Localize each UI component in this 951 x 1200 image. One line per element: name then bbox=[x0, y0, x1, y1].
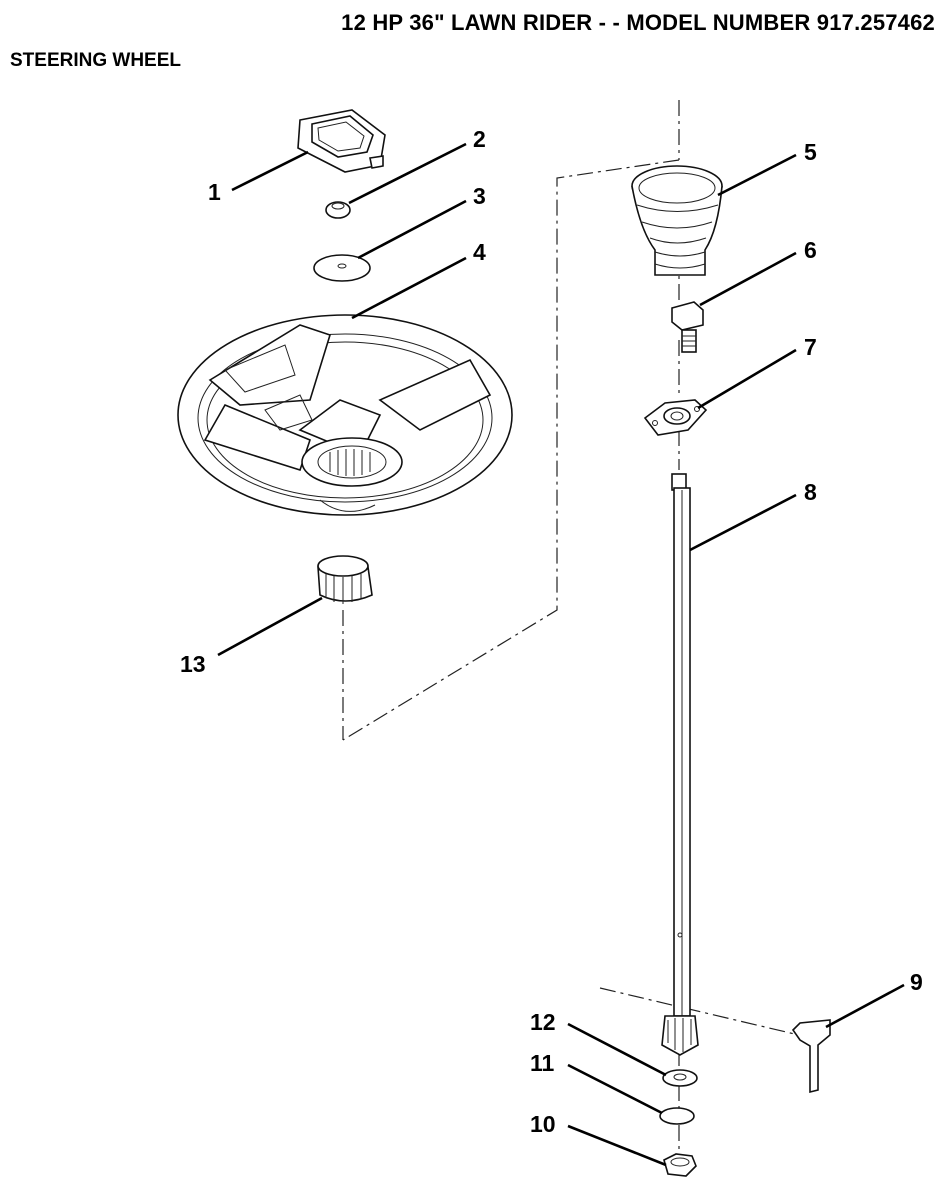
leader-lines bbox=[217, 142, 905, 1167]
callout-5: 5 bbox=[804, 139, 817, 165]
part-1-hub-cap bbox=[297, 109, 386, 173]
callout-3: 3 bbox=[473, 183, 486, 209]
callout-10: 10 bbox=[530, 1111, 556, 1137]
part-2-nut bbox=[325, 201, 351, 219]
part-13-adapter bbox=[317, 555, 373, 604]
callout-12: 12 bbox=[530, 1009, 556, 1035]
callout-9: 9 bbox=[910, 969, 923, 995]
callout-4: 4 bbox=[473, 239, 486, 265]
part-7-flange-bearing bbox=[643, 399, 708, 436]
part-12-washer bbox=[662, 1069, 698, 1087]
callout-1: 1 bbox=[208, 179, 221, 205]
callout-8: 8 bbox=[804, 479, 817, 505]
callout-2: 2 bbox=[473, 126, 486, 152]
part-3-washer bbox=[313, 254, 371, 282]
callout-7: 7 bbox=[804, 334, 817, 360]
section-title: STEERING WHEEL bbox=[10, 50, 182, 71]
callout-labels: 1 2 3 4 5 6 7 8 9 10 11 12 13 bbox=[180, 126, 923, 1137]
callout-6: 6 bbox=[804, 237, 817, 263]
assembly-lines bbox=[342, 100, 821, 1160]
part-6-bolt bbox=[671, 301, 704, 353]
part-9-bracket bbox=[791, 1019, 831, 1094]
part-5-column-boot bbox=[631, 165, 723, 276]
callout-13: 13 bbox=[180, 651, 206, 677]
callout-11: 11 bbox=[530, 1050, 555, 1076]
part-8-steering-shaft bbox=[661, 473, 699, 1056]
part-10-nut bbox=[663, 1153, 697, 1177]
part-4-steering-wheel bbox=[177, 314, 513, 516]
diagram-title: 12 HP 36" LAWN RIDER - - MODEL NUMBER 91… bbox=[341, 10, 935, 35]
part-11-retaining-ring bbox=[659, 1107, 695, 1125]
